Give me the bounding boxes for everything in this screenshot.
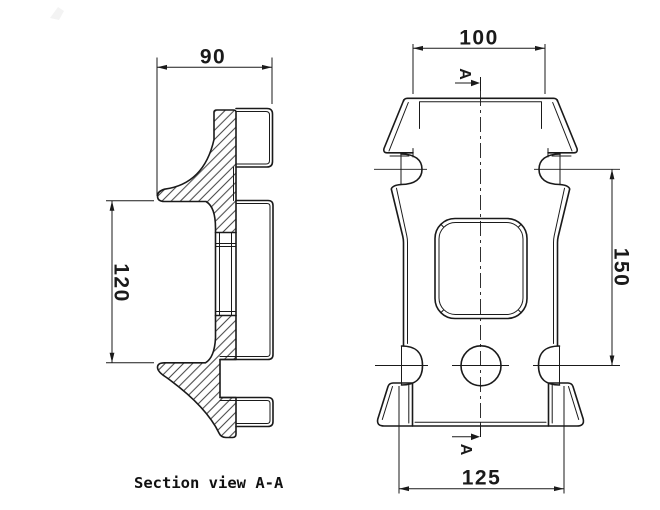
dim-90-extension-lines (156, 57, 273, 196)
square-opening-outer (434, 217, 528, 320)
dimension-125: 125 (398, 386, 565, 494)
cut-line-bottom (452, 424, 481, 438)
hatched-upper-flange (156, 109, 237, 234)
dim-120-extension-lines (106, 200, 154, 364)
top-boss-outline (235, 107, 274, 168)
square-opening-inner (438, 222, 524, 315)
square-opening-corner-ticks (440, 223, 522, 314)
dim-125-arrow-right (554, 486, 564, 492)
dimension-120: 120 (106, 200, 154, 364)
cut-arrow-bottom (471, 433, 480, 441)
cut-arrow-top (471, 79, 480, 87)
cut-label-bottom: A (457, 444, 474, 456)
dimension-150: 150 (609, 169, 633, 366)
section-cut-marker-top: A (455, 68, 481, 91)
right-strap-inner (547, 102, 573, 158)
dim-125-extension-lines (398, 386, 565, 494)
hatched-lower-flange (156, 314, 237, 439)
right-side-edge-inner (553, 187, 565, 344)
dim-150-arrow-bottom (609, 355, 615, 366)
section-cut-marker-bottom: A (452, 424, 481, 456)
left-side-edge-inner (396, 187, 408, 344)
top-boss-inner-line (235, 111, 270, 165)
section-view-caption: Section view A-A (134, 474, 284, 492)
bottom-boss-outline (219, 396, 274, 428)
dimension-100: 100 (412, 27, 546, 94)
cut-line-top (455, 77, 481, 91)
dim-90-arrow-left (157, 64, 167, 70)
web-slot-lines (215, 232, 237, 316)
bottom-boss-inner-line (219, 400, 271, 424)
section-view: 90 120 Section view A-A (106, 46, 284, 492)
left-side-edge-outer (390, 183, 405, 347)
faint-artifact-mark (50, 7, 64, 20)
dim-100-extension-lines (412, 44, 546, 94)
left-foot-inner (381, 384, 410, 424)
dimension-90: 90 (156, 46, 273, 196)
dim-100-value: 100 (459, 27, 499, 50)
dim-120-arrow-bottom (109, 352, 115, 363)
dim-100-arrow-right (535, 45, 545, 51)
side-plate-inner-line (219, 203, 271, 357)
dim-120-arrow-top (109, 200, 115, 211)
web-outer-edges (214, 231, 237, 317)
cut-label-top: A (456, 68, 473, 80)
right-foot-inner (551, 384, 580, 424)
dim-150-value: 150 (610, 248, 633, 288)
left-foot-outline (376, 382, 414, 427)
dim-100-arrow-left (413, 45, 423, 51)
dim-150-arrow-top (609, 169, 615, 180)
dim-90-arrow-right (262, 64, 272, 70)
side-plate-outline (219, 199, 274, 361)
front-view: A A 100 150 125 (374, 27, 633, 494)
dim-125-value: 125 (462, 467, 502, 490)
right-side-edge-outer (556, 183, 571, 347)
right-strap-outer (547, 99, 578, 154)
right-foot-outline (547, 382, 585, 427)
dim-90-value: 90 (200, 46, 226, 69)
dim-120-value: 120 (110, 263, 133, 303)
dim-125-arrow-left (399, 486, 409, 492)
left-strap-outer (383, 99, 414, 154)
left-strap-inner (388, 102, 414, 158)
